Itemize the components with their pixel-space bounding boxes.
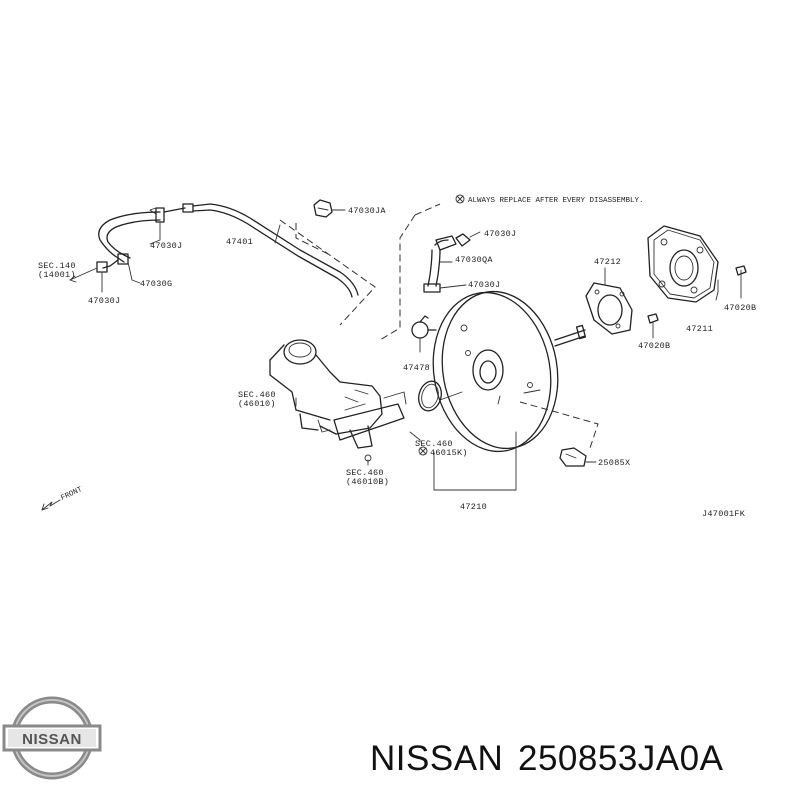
master-cylinder (269, 339, 421, 466)
label-47030QA: 47030QA (455, 255, 493, 265)
caption-brand: NISSAN (370, 739, 503, 778)
label-sec460-b: SEC.460 (415, 439, 453, 449)
front-direction-indicator: FRONT (41, 486, 84, 511)
label-47478: 47478 (403, 363, 430, 373)
part-labels: SEC.140 (14001) 47030J 47030G 47030J 474… (38, 206, 756, 519)
replace-mark-icon (418, 446, 428, 456)
spacer-plate-47211 (647, 225, 719, 303)
logo-text: NISSAN (22, 731, 82, 748)
vacuum-hose-assembly (69, 203, 359, 298)
label-sec460-a-ref: (46010) (238, 399, 276, 409)
nissan-logo: NISSAN (2, 696, 102, 780)
connector-47030JA (313, 199, 346, 218)
label-sec460-c: SEC.460 (346, 468, 384, 478)
front-label: FRONT (60, 486, 84, 503)
nut-47020B-mid (647, 313, 659, 339)
hose-bracket-dashed (279, 219, 376, 326)
label-25085X: 25085X (598, 458, 630, 468)
caption: NISSAN 250853JA0A (370, 739, 724, 778)
label-47030J-c: 47030J (484, 229, 516, 239)
label-47211: 47211 (686, 324, 713, 334)
diagram-code: J47001FK (702, 509, 746, 519)
label-sec460-b-ref: 46015K) (430, 448, 468, 458)
label-47030J-a: 47030J (150, 241, 182, 251)
label-47030J-b: 47030J (88, 296, 120, 306)
label-47401: 47401 (226, 237, 253, 247)
label-sec140: SEC.140 (38, 261, 76, 271)
label-47212: 47212 (594, 257, 621, 267)
caption-part-number: 250853JA0A (518, 739, 724, 778)
label-sec460-a: SEC.460 (238, 390, 276, 400)
notice-text: ALWAYS REPLACE AFTER EVERY DISASSEMBLY. (468, 197, 644, 205)
connector-25085X (559, 447, 597, 467)
label-sec140-ref: (14001) (38, 270, 76, 280)
check-valve-47478 (411, 315, 437, 353)
brake-booster-47210 (432, 290, 587, 491)
nut-47020B-right (735, 265, 747, 299)
label-sec460-c-ref: (46010B) (346, 477, 389, 487)
label-47020B-mid: 47020B (638, 341, 670, 351)
check-valve-hose (423, 231, 481, 293)
notice: ALWAYS REPLACE AFTER EVERY DISASSEMBLY. (455, 194, 644, 205)
label-47030G: 47030G (140, 279, 172, 289)
seal-ring (418, 380, 442, 412)
label-47030J-d: 47030J (468, 280, 500, 290)
label-47020B-right: 47020B (724, 303, 756, 313)
gasket-47212 (585, 267, 633, 335)
label-47210: 47210 (460, 502, 487, 512)
label-47030JA: 47030JA (348, 206, 386, 216)
